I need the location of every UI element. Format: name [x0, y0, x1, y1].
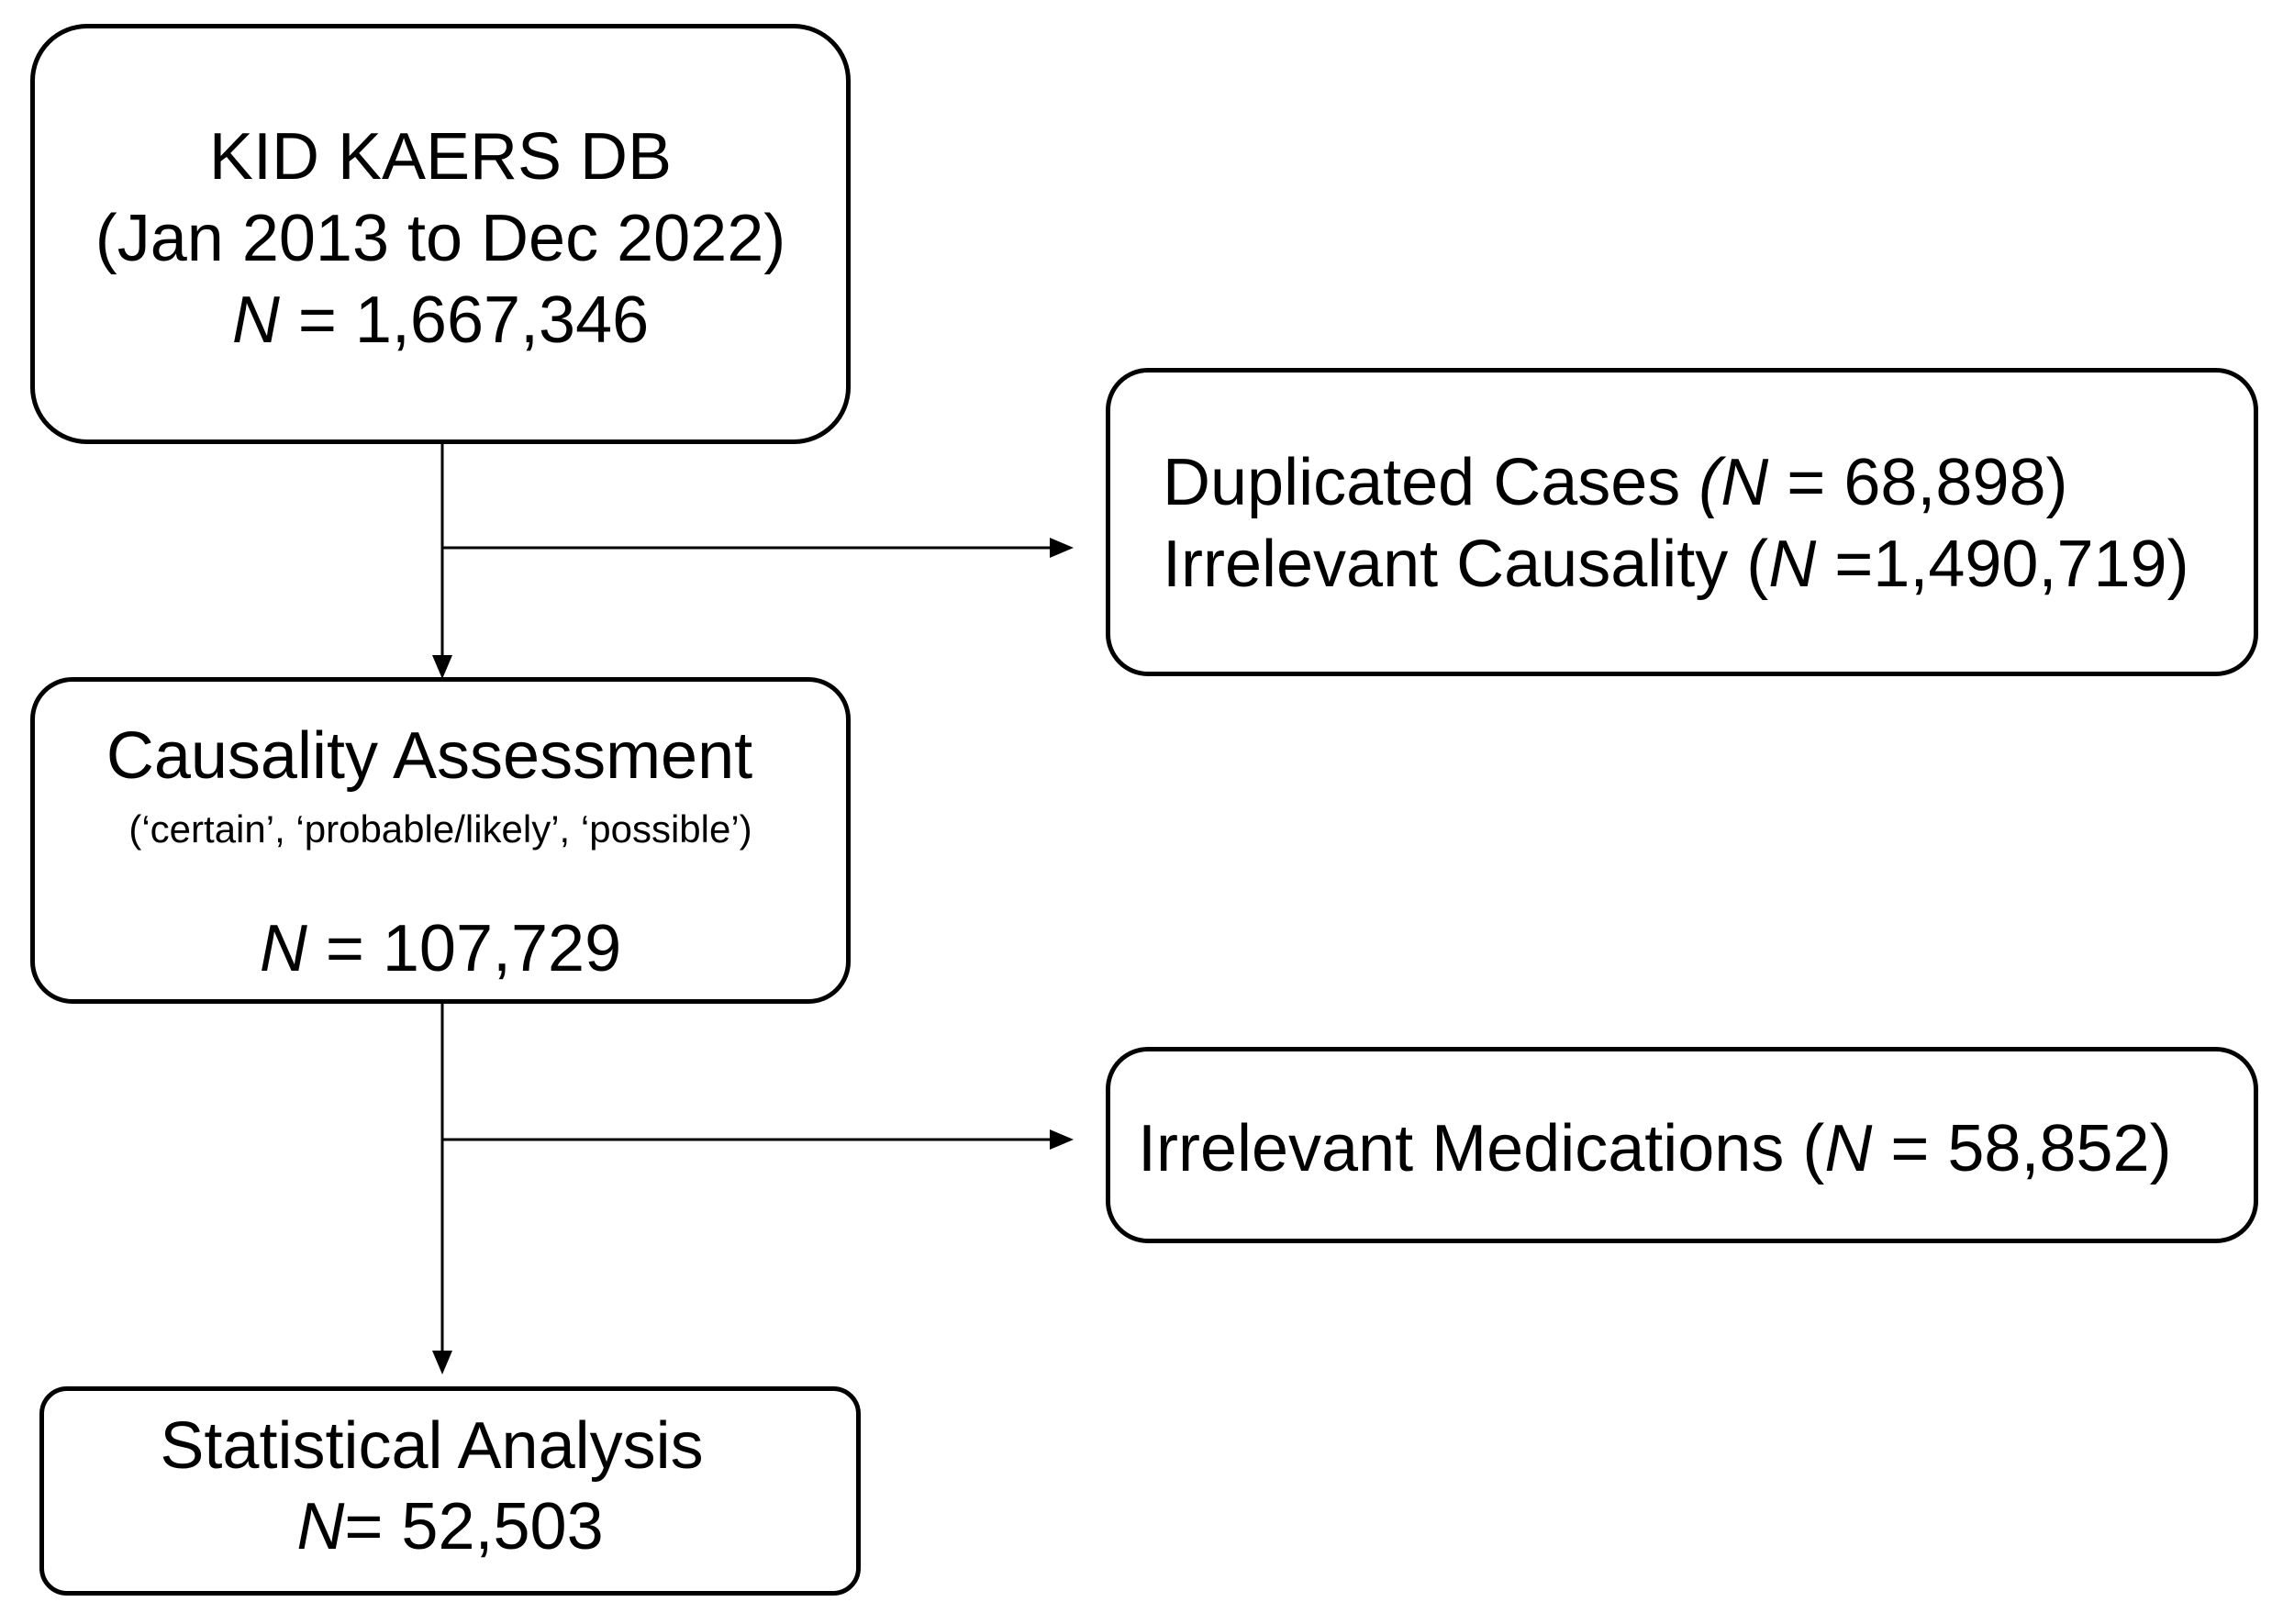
source-period: (Jan 2013 to Dec 2022)	[95, 202, 786, 275]
irrelevant-medications-value: = 58,852)	[1872, 1112, 2172, 1185]
arrowhead-down-final	[432, 1351, 452, 1374]
duplicated-cases-n-label: N	[1721, 446, 1769, 519]
causality-title: Causality Assessment	[106, 719, 753, 793]
arrowhead-right-exclusion-2	[1050, 1129, 1074, 1150]
irrelevant-causality-n-label: N	[1768, 528, 1817, 601]
source-database-box: KID KAERS DB (Jan 2013 to Dec 2022) N = …	[30, 24, 851, 444]
statistical-analysis-count: N= 52,503	[44, 1494, 856, 1560]
exclusion-duplicated-cases: Duplicated Cases (N = 68,898)	[1163, 450, 2068, 516]
arrowhead-right-exclusion-1	[1050, 538, 1074, 558]
exclusion-irrelevant-causality: Irrelevant Causality (N =1,490,719)	[1163, 531, 2189, 597]
irrelevant-medications-text: Irrelevant Medications (	[1138, 1112, 1825, 1185]
irrelevant-causality-text: Irrelevant Causality (	[1163, 528, 1769, 601]
statistical-analysis-n-value: = 52,503	[344, 1490, 604, 1563]
arrowhead-down-causality	[432, 655, 452, 679]
duplicated-cases-value: = 68,898)	[1768, 446, 2068, 519]
exclusion-box-1: Duplicated Cases (N = 68,898) Irrelevant…	[1106, 368, 2258, 676]
irrelevant-medications-n-label: N	[1824, 1112, 1873, 1185]
statistical-analysis-box: Statistical Analysis N= 52,503	[39, 1386, 861, 1596]
duplicated-cases-open-paren: (	[1698, 446, 1721, 519]
statistical-analysis-title: Statistical Analysis	[160, 1409, 704, 1483]
causality-n-label: N	[259, 912, 307, 985]
exclusion-box-2: Irrelevant Medications (N = 58,852)	[1106, 1047, 2258, 1243]
causality-criteria: (‘certain’, ‘probable/likely’, ‘possible…	[128, 807, 752, 851]
source-n-label: N	[231, 284, 280, 357]
causality-assessment-box: Causality Assessment (‘certain’, ‘probab…	[30, 677, 851, 1004]
duplicated-cases-text: Duplicated Cases	[1163, 446, 1699, 519]
causality-count: N = 107,729	[35, 916, 846, 982]
source-count: N = 1,667,346	[35, 287, 846, 353]
statistical-analysis-n-label: N	[296, 1490, 345, 1563]
exclusion-irrelevant-medications: Irrelevant Medications (N = 58,852)	[1138, 1116, 2172, 1182]
source-title: KID KAERS DB	[208, 120, 673, 194]
source-n-value: = 1,667,346	[279, 284, 650, 357]
irrelevant-causality-value: =1,490,719)	[1816, 528, 2189, 601]
causality-n-value: = 107,729	[306, 912, 622, 985]
